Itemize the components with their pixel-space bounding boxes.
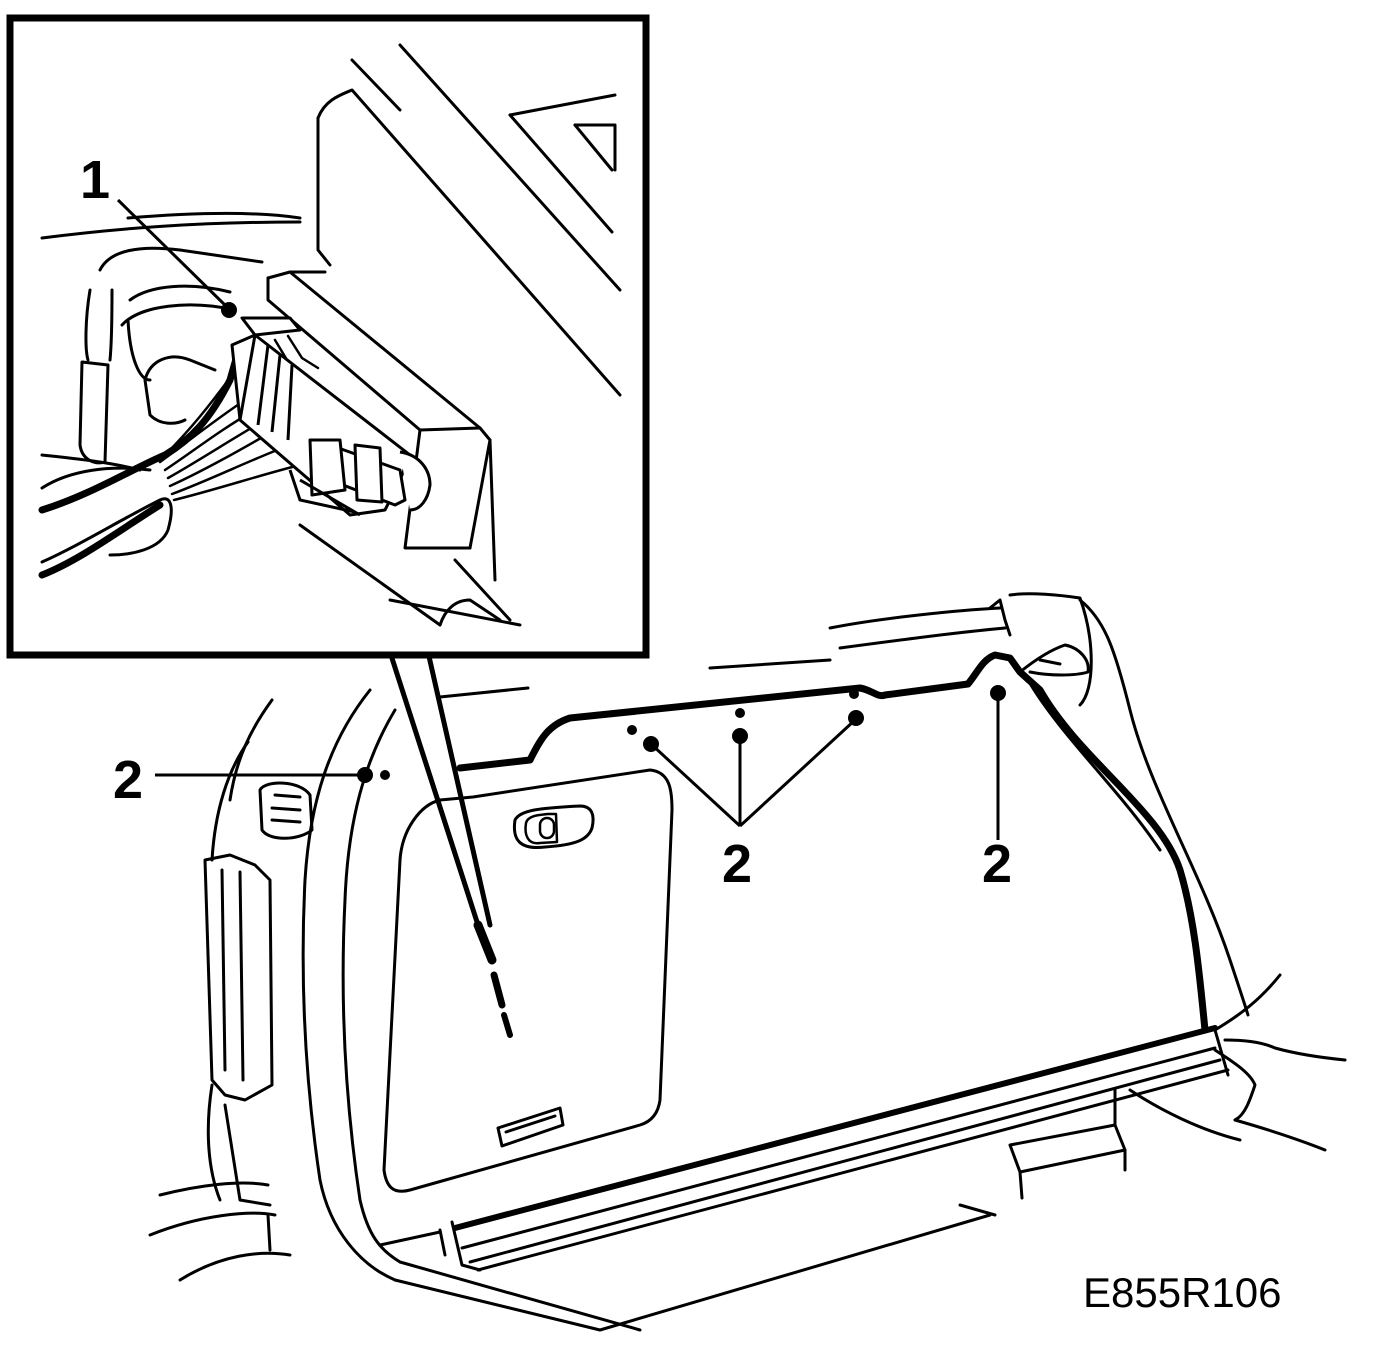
center-clip-dot-3 [848,710,864,726]
left-clip-dot-small [380,770,390,780]
center-clip-dot-3-small [849,689,859,699]
center-clip-dot-2 [732,728,748,744]
wiring-harness-cable [1026,678,1207,1032]
center-clip-dot-1 [643,736,659,752]
main-view [148,592,1347,1332]
lid-trim-panel [382,651,1209,1193]
callout-dots [221,302,1006,783]
center-clip-dot-2-small [735,708,745,718]
callout-2-left-label: 2 [113,750,143,810]
left-body-side [148,698,314,1282]
lid-seal [378,1025,1230,1272]
callout-2-right-label: 2 [982,834,1012,894]
hinge-area [708,592,1282,1032]
callout-1-label: 1 [80,150,110,210]
figure-code: E855R106 [1083,1269,1282,1316]
trunk-opening [301,686,642,1332]
inset-leader [387,649,513,1038]
right-clip-dot [990,685,1006,701]
center-clip-dot-1-small [627,725,637,735]
inset-frame [6,14,650,659]
callout-leaders [116,198,1000,840]
callout-2-center-label: 2 [722,834,752,894]
connector-detail-inset [6,14,650,659]
connector-point-dot [221,302,237,318]
lower-right-details [598,1038,1347,1332]
left-clip-dot [357,767,373,783]
